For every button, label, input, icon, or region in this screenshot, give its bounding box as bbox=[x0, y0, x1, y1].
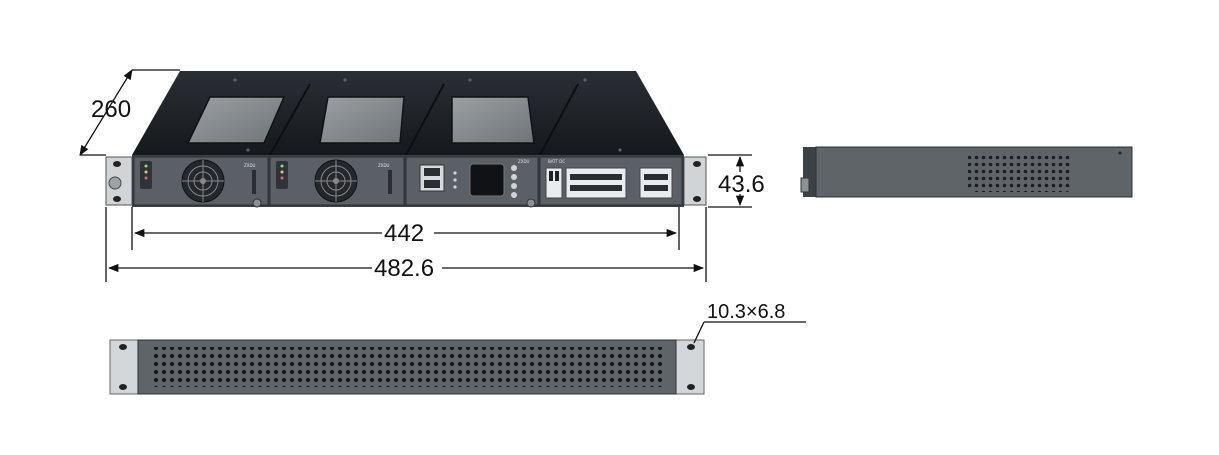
distribution-label: BATT DC bbox=[548, 159, 565, 164]
ground-screw bbox=[108, 176, 122, 190]
mount-hole-callout: 10.3×6.8 bbox=[693, 301, 806, 344]
body-width-dimension: 442 bbox=[131, 207, 680, 250]
side-view bbox=[800, 146, 1133, 198]
body-width-value: 442 bbox=[384, 220, 424, 247]
distribution-module: BATT DC bbox=[539, 156, 683, 206]
height-dimension: 43.6 bbox=[708, 154, 770, 208]
button-icon bbox=[511, 183, 517, 189]
height-value: 43.6 bbox=[718, 171, 765, 198]
overall-width-dimension: 482.6 bbox=[105, 207, 707, 282]
rectifier-module-1: ZXDU bbox=[133, 156, 269, 208]
top-window-3 bbox=[451, 96, 535, 144]
button-icon bbox=[511, 165, 517, 171]
mount-hole-value: 10.3×6.8 bbox=[707, 301, 785, 323]
panel-vent bbox=[150, 347, 664, 387]
button-icon bbox=[511, 174, 517, 180]
terminal-block-2 bbox=[639, 167, 673, 199]
monitor-module: ZXDU bbox=[405, 156, 539, 208]
top-window-1 bbox=[186, 96, 286, 144]
top-window-2 bbox=[319, 96, 405, 144]
rectifier-label-2: ZXDU bbox=[378, 163, 390, 168]
side-vent bbox=[968, 152, 1072, 192]
rectifier-label-1: ZXDU bbox=[244, 163, 256, 168]
depth-dimension: 260 bbox=[79, 69, 180, 156]
depth-value: 260 bbox=[91, 96, 131, 123]
rectifier-module-2: ZXDU bbox=[269, 156, 405, 206]
chassis-top bbox=[132, 71, 684, 155]
lcd-display bbox=[469, 163, 505, 197]
overall-width-value: 482.6 bbox=[374, 255, 434, 282]
monitor-label: ZXDU bbox=[518, 159, 530, 164]
terminal-block-1 bbox=[565, 167, 627, 199]
front-isometric-view: ZXDU ZXDU bbox=[105, 71, 707, 208]
blank-panel-view bbox=[109, 339, 705, 395]
button-icon bbox=[511, 192, 517, 198]
